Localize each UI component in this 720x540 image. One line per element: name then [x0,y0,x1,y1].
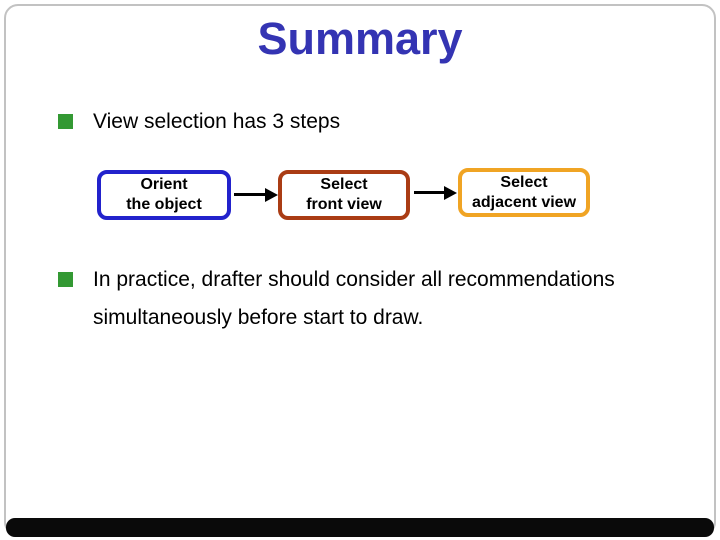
arrow-right-icon [234,193,266,196]
flow-step-label-line2: front view [306,196,382,213]
arrow-right-head-icon [265,188,278,202]
bullet-text-in-practice-line2: simultaneously before start to draw. [93,306,424,329]
flow-step-label-line1: Orient [140,176,188,193]
flow-step-label-line1: Select [320,176,368,193]
flow-step-label-line2: adjacent view [471,193,577,211]
flow-step-orient-object-box: Orient the object [97,170,231,220]
flow-step-front-view-box: Select front view [278,170,410,220]
flow-step-label-line2: the object [126,196,202,213]
bullet-square-icon [58,114,73,129]
bullet-text-in-practice-line1: In practice, drafter should consider all… [93,268,615,291]
arrow-right-head-icon [444,186,457,200]
slide-title: Summary [257,13,463,64]
flow-step-label-line1: Select [500,173,548,191]
flow-step-adjacent-view-box: Select adjacent view [458,168,590,217]
player-bottom-bar [6,518,714,537]
bullet-text-view-selection: View selection has 3 steps [93,110,341,133]
arrow-right-icon [414,191,445,194]
bullet-square-icon [58,272,73,287]
